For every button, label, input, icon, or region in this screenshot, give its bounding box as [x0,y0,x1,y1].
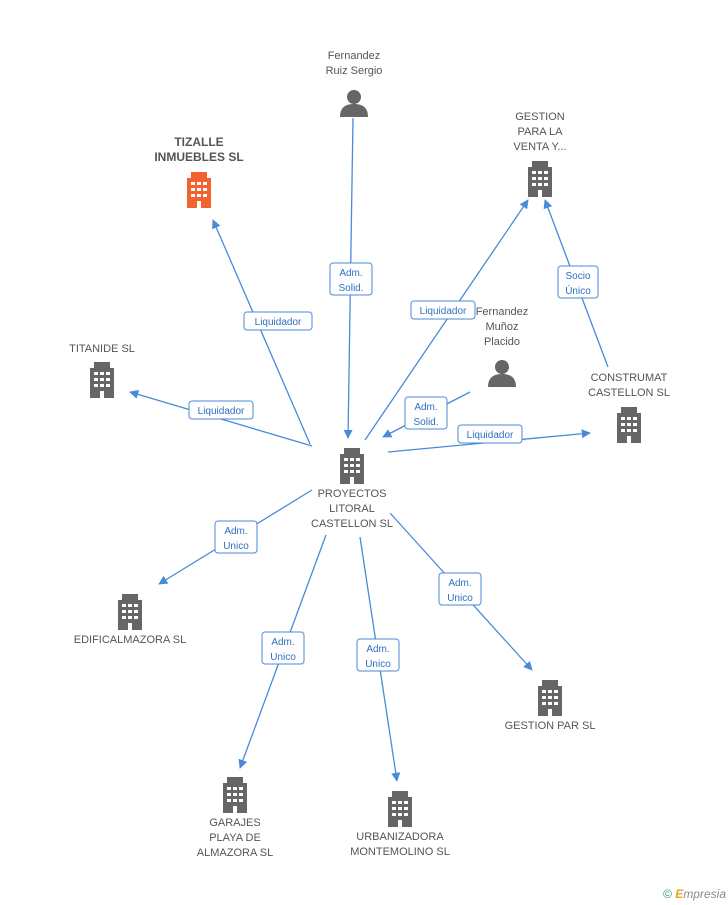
node-gestion-par[interactable]: GESTION PAR SL [505,680,596,732]
edge-label-text: Unico [447,593,473,604]
edge-garajes: Adm. Unico [238,534,327,769]
edge-label-box[interactable] [188,400,254,420]
node-label: PLAYA DE [209,832,261,844]
brand-watermark: © Empresia [663,887,726,901]
edge-label-box[interactable] [329,262,373,296]
edges-layer: LiquidadorAdm.Solid.LiquidadorSocioÚnico… [129,117,609,782]
building-icon[interactable] [187,172,211,208]
edge-label-text: Liquidador [467,430,514,441]
edge-label-box[interactable] [438,572,482,606]
edge-gestion-par: Adm. Unico [389,512,533,671]
edge-label-box[interactable] [214,520,258,554]
edge-label-box[interactable] [457,424,523,444]
edge-label-text: Adm. [414,402,437,413]
node-label: EDIFICALMAZORA SL [74,634,186,646]
edge-label-box[interactable] [261,631,305,665]
node-label: PROYECTOS [318,488,387,500]
node-label: GESTION PAR SL [505,720,596,732]
brand-name: mpresia [683,887,726,901]
node-label: ALMAZORA SL [197,847,273,859]
edge-label-text: Adm. [366,644,389,655]
edge-label-box[interactable] [243,311,313,331]
node-label: Fernandez [328,50,381,62]
edge-label-text: Liquidador [255,317,302,328]
edge-label-text: Unico [270,652,296,663]
copyright-icon: © [663,887,672,901]
node-garajes[interactable]: GARAJES PLAYA DE ALMAZORA SL [197,777,273,859]
brand-initial: E [675,887,684,901]
node-label: CASTELLON SL [588,387,670,399]
edge-munoz: Adm. Solid. [382,391,471,438]
edge-label-text: Liquidador [198,406,245,417]
edge-label-text: Único [565,284,591,297]
edge-label-text: Adm. [224,526,247,537]
edge-label-text: Solid. [413,417,438,428]
person-icon[interactable] [340,90,368,117]
node-label: CONSTRUMAT [591,372,668,384]
building-icon[interactable] [617,407,641,443]
node-label: Ruiz Sergio [326,65,383,77]
node-label: Muñoz [485,321,518,333]
node-label: URBANIZADORA [356,831,444,843]
node-label: LITORAL [329,503,375,515]
building-icon[interactable] [118,594,142,630]
edge-label-text: Adm. [271,637,294,648]
building-icon[interactable] [340,448,364,484]
edge-construmat: Liquidador [387,424,591,453]
node-label: TIZALLE [174,135,223,149]
building-icon[interactable] [528,161,552,197]
node-gestion-venta[interactable]: GESTION PARA LA VENTA Y... [513,111,567,197]
edge-label-box[interactable] [356,638,400,672]
edge-label-text: Liquidador [420,306,467,317]
edge-label-text: Adm. [339,268,362,279]
node-label: GARAJES [209,817,260,829]
node-label: Placido [484,336,520,348]
edge-ruiz: Adm. Solid. [329,117,373,439]
node-label: CASTELLON SL [311,518,393,530]
edge-edifical: Adm. Unico [158,489,313,585]
edge-label-text: Solid. [338,283,363,294]
edge-urbanizadora: Adm. Unico [356,536,401,782]
node-label: Fernandez [476,306,529,318]
edge-gestion-venta: Liquidador [364,199,529,441]
edge-label-text: Unico [223,541,249,552]
node-urbanizadora[interactable]: URBANIZADORA MONTEMOLINO SL [350,791,450,858]
edge-label-text: Adm. [448,578,471,589]
person-icon[interactable] [488,360,516,387]
node-label: PARA LA [517,126,563,138]
edge-label-text: Socio [565,271,590,282]
edge-line [364,199,529,441]
node-construmat[interactable]: CONSTRUMAT CASTELLON SL [588,372,670,443]
node-label: TITANIDE SL [69,343,135,355]
edge-label-box[interactable] [410,300,476,320]
edge-line [212,219,311,445]
node-label: MONTEMOLINO SL [350,846,450,858]
node-label: INMUEBLES SL [154,150,243,164]
nodes-layer: PROYECTOS LITORAL CASTELLON SL TIZALLEINMUE… [69,50,670,859]
node-label: VENTA Y... [513,141,566,153]
building-icon[interactable] [538,680,562,716]
edge-titanide: Liquidador [129,389,313,447]
edge-label-text: Unico [365,659,391,670]
node-center[interactable]: PROYECTOS LITORAL CASTELLON SL [311,448,393,530]
edge-tizalle: Liquidador [212,219,313,445]
building-icon[interactable] [90,362,114,398]
edge-label-box[interactable] [404,396,448,430]
node-label: GESTION [515,111,565,123]
building-icon[interactable] [388,791,412,827]
edge-label-box[interactable] [557,265,599,299]
node-titanide[interactable]: TITANIDE SL [69,343,135,398]
node-edifical[interactable]: EDIFICALMAZORA SL [74,594,186,646]
building-icon[interactable] [223,777,247,813]
